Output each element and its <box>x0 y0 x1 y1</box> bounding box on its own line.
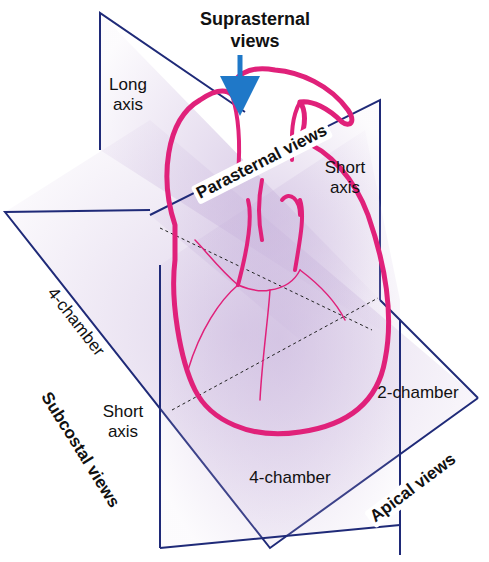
plane-label: 4-chamber <box>249 468 330 488</box>
heart-outline <box>167 69 389 434</box>
plane-intersection <box>160 228 372 330</box>
apical-4ch-plane <box>159 265 161 548</box>
plane-intersection <box>172 298 378 410</box>
plane-label: Short axis <box>315 158 375 198</box>
apical-2ch-plane <box>399 525 401 555</box>
apical-4ch-plane <box>160 525 400 548</box>
plane-label: Short axis <box>96 402 151 442</box>
view-group-label: Suprasternal views <box>190 8 320 52</box>
view-arrow <box>238 55 243 96</box>
plane-label: Long axis <box>98 75 158 115</box>
plane-label: 2-chamber <box>377 383 458 403</box>
